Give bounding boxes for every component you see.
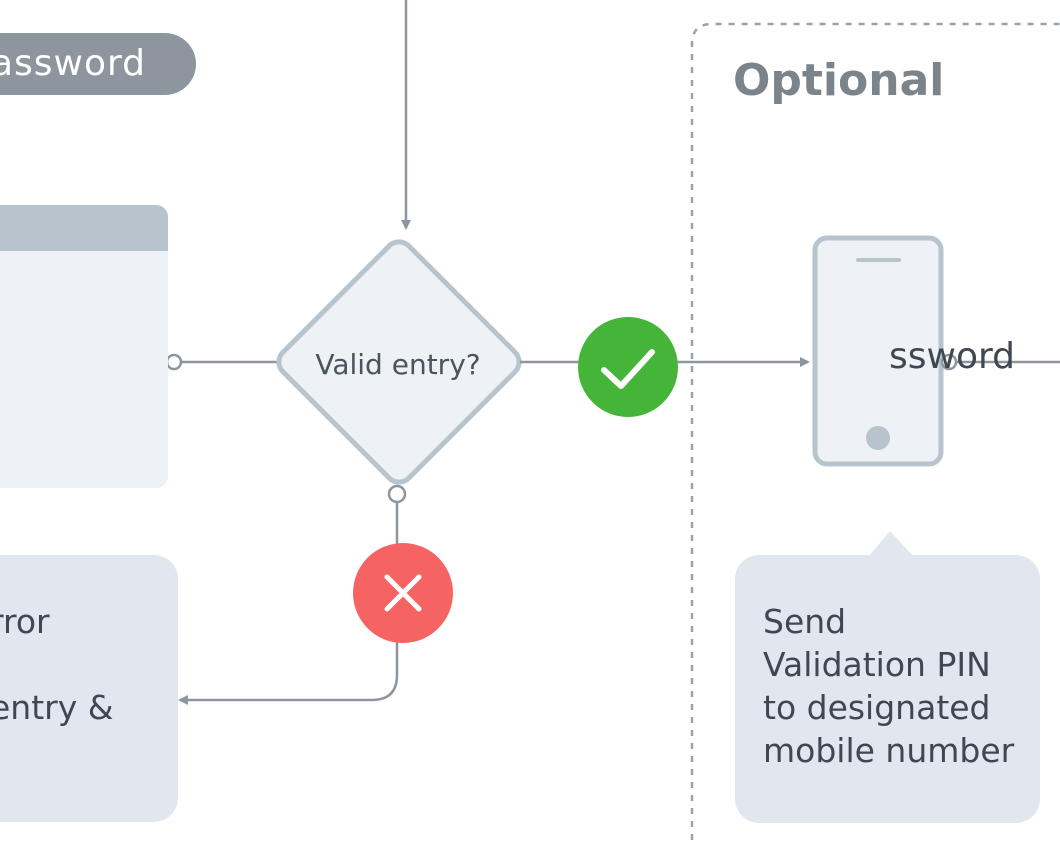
decision-bottom-port (387, 484, 407, 504)
optional-region-title: Optional (733, 55, 945, 106)
send-pin-line-4: mobile number (763, 731, 1015, 770)
send-pin-line-3: to designated (763, 688, 991, 727)
check-icon (601, 349, 655, 389)
send-pin-line-2: Validation PIN (763, 645, 991, 684)
success-badge (578, 317, 678, 417)
error-message-box (0, 555, 178, 822)
decision-to-error-connector (178, 502, 399, 705)
optional-region-border (690, 22, 1060, 840)
device-output-port (940, 353, 958, 371)
decision-diamond (276, 239, 522, 485)
password-card-label: ssword (889, 336, 1015, 377)
error-line-2: entry & (0, 688, 114, 727)
send-pin-callout (735, 555, 1040, 823)
smartphone-icon (812, 235, 944, 467)
decision-label: Valid entry? (315, 348, 481, 381)
callout-pointer (868, 531, 914, 557)
step-header-label: assword (0, 43, 146, 84)
step-header-pill: assword (0, 33, 196, 95)
error-line-1: rror (0, 602, 50, 641)
password-card (0, 205, 168, 488)
send-pin-line-1: Send (763, 602, 847, 641)
password-card-header (0, 205, 168, 251)
x-icon (384, 574, 422, 612)
failure-badge (353, 543, 453, 643)
